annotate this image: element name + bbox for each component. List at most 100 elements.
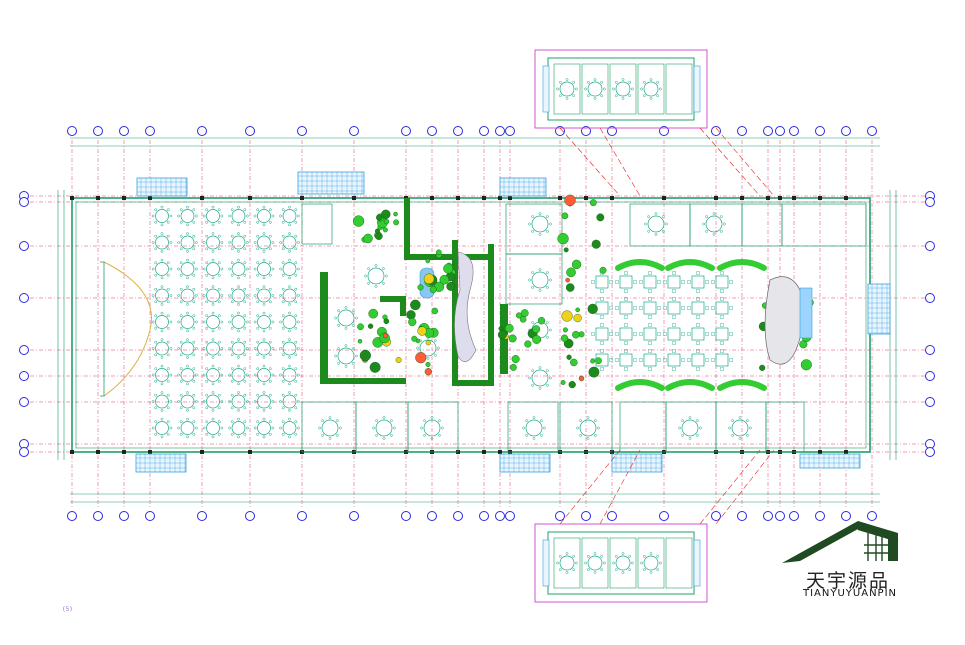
chair [328, 416, 332, 419]
chair [624, 271, 628, 275]
chair [237, 223, 240, 227]
round-table [559, 81, 575, 97]
curved-booth [615, 259, 665, 271]
chair [579, 419, 582, 422]
chair [237, 356, 240, 359]
chair [711, 358, 715, 362]
chair [192, 340, 196, 344]
chair [279, 241, 282, 244]
chair [205, 247, 209, 251]
chair [256, 287, 260, 291]
chair [246, 294, 249, 297]
chair [192, 432, 196, 436]
chair [648, 323, 652, 327]
chair [538, 212, 542, 215]
plant [417, 284, 424, 291]
chair [230, 314, 234, 318]
chair [262, 223, 266, 227]
chair [179, 273, 183, 277]
chair [195, 267, 198, 271]
chair [279, 214, 282, 218]
chair [647, 230, 650, 233]
chair [243, 326, 247, 330]
chair [711, 280, 715, 284]
chair [230, 273, 234, 277]
chair [230, 234, 234, 238]
chair [154, 420, 158, 424]
chair [253, 267, 257, 271]
chair [549, 328, 552, 332]
chair [538, 387, 542, 390]
chair [154, 326, 158, 330]
column [610, 196, 614, 200]
chair [151, 320, 155, 324]
chair [382, 282, 385, 285]
round-table [180, 315, 195, 329]
plant [511, 355, 520, 364]
chair [186, 364, 189, 368]
column [352, 196, 356, 200]
chair [237, 285, 240, 288]
chair [531, 384, 534, 387]
column [482, 450, 486, 454]
chair [243, 406, 247, 410]
chair [169, 267, 173, 271]
chair [211, 338, 215, 341]
column [844, 196, 848, 200]
chair [253, 214, 257, 218]
chair [205, 208, 209, 212]
chair [615, 94, 618, 97]
chair [334, 354, 337, 358]
chair [220, 214, 224, 218]
chair [228, 241, 231, 244]
connector-line [699, 449, 761, 525]
chair [166, 247, 170, 251]
chair [294, 393, 298, 397]
chair [738, 416, 742, 419]
plant [590, 358, 595, 364]
column [148, 196, 152, 200]
chair [166, 353, 170, 357]
chair [538, 268, 542, 271]
chair [565, 78, 569, 81]
chair [246, 347, 249, 350]
chair [166, 300, 170, 304]
chair [639, 332, 643, 336]
square-table [691, 275, 705, 289]
chair [154, 287, 158, 291]
chair [154, 314, 158, 318]
hedge [320, 272, 328, 382]
chair [166, 420, 170, 424]
annex-wall [547, 531, 695, 595]
private-room [665, 401, 717, 453]
chair [643, 555, 646, 558]
chair [294, 220, 298, 224]
axis-bubble [925, 345, 935, 355]
chair [217, 367, 221, 371]
chair [572, 568, 575, 571]
chair [720, 289, 724, 293]
plant [759, 364, 766, 371]
chair [205, 420, 209, 424]
chair [657, 306, 661, 310]
chair [294, 208, 298, 212]
chair [281, 432, 285, 436]
round-table [587, 81, 603, 97]
chair [696, 341, 700, 345]
chair [202, 426, 206, 430]
chair [281, 273, 285, 277]
chair [186, 232, 189, 235]
chair [268, 273, 272, 277]
square-table [667, 275, 681, 289]
chair [256, 393, 260, 397]
chair [268, 220, 272, 224]
plant [408, 317, 417, 327]
plant [406, 310, 416, 320]
square-table [715, 275, 729, 289]
chair [364, 274, 367, 278]
chair [294, 326, 298, 330]
chair [253, 320, 257, 324]
chair [438, 434, 441, 437]
chair [211, 364, 215, 368]
chair [211, 285, 215, 288]
